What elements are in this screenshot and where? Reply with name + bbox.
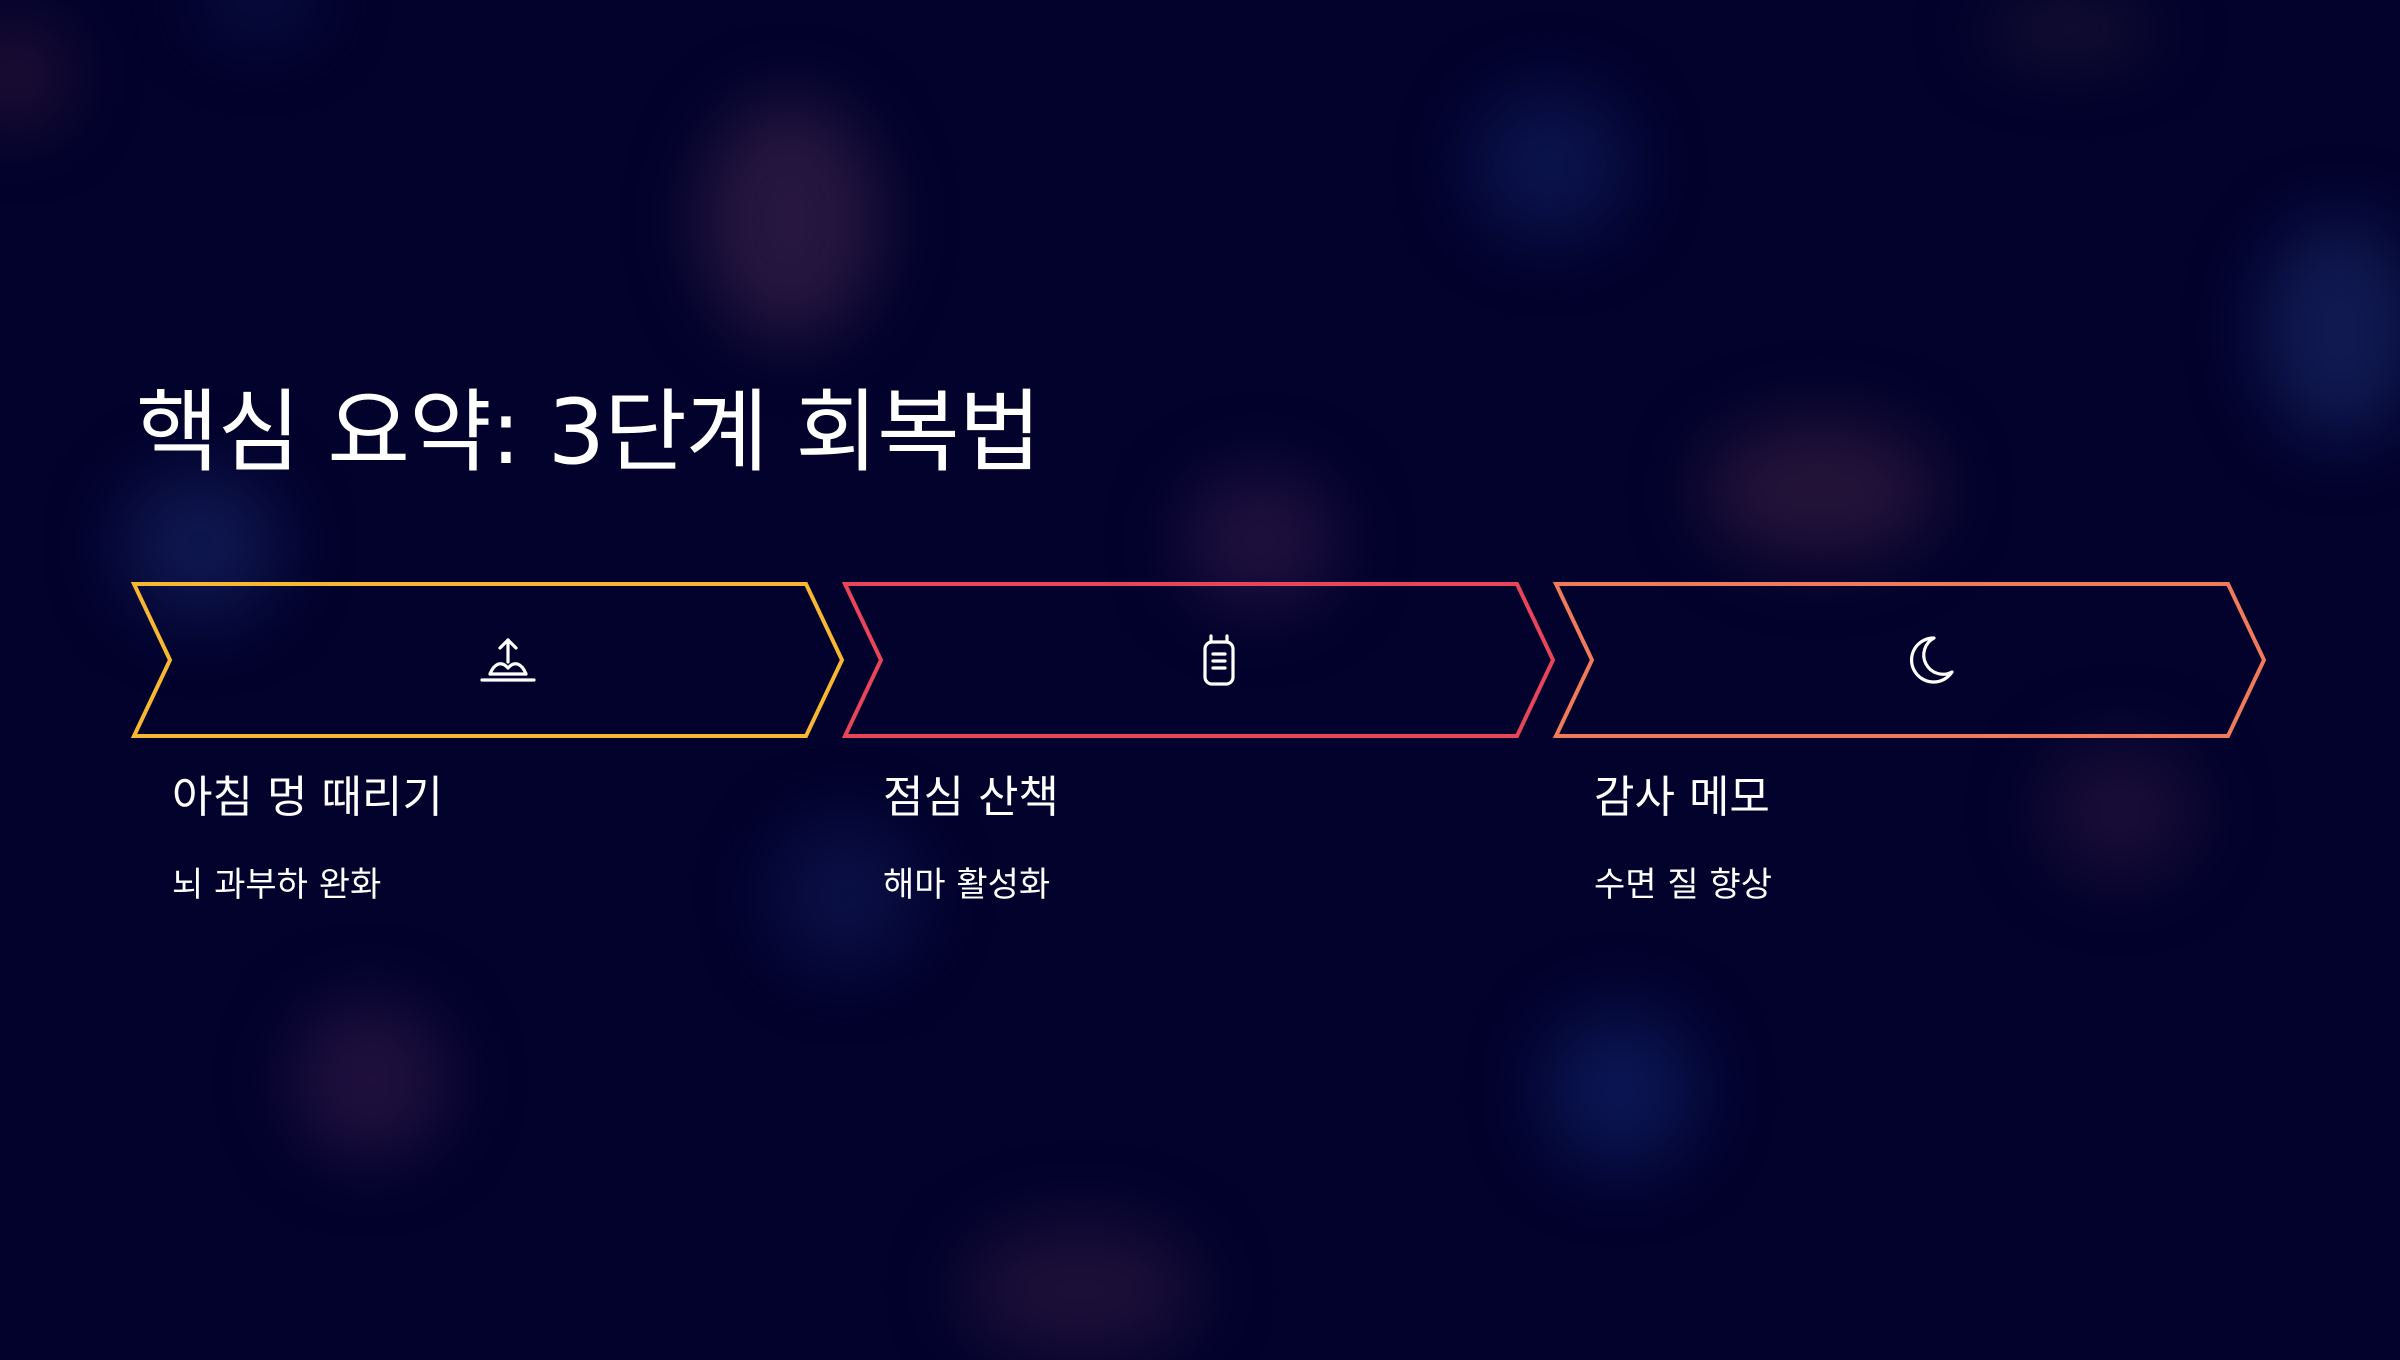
step-3-label: 감사 메모 <box>1594 772 1770 823</box>
chevron-arrow-shape <box>1552 582 2267 738</box>
chevron-arrow-shape <box>130 582 845 738</box>
step-3-chevron <box>1552 580 2267 740</box>
step-3-description: 수면 질 향상 <box>1594 865 1773 905</box>
walkie-talkie-icon <box>1203 634 1235 686</box>
step-1-description: 뇌 과부하 완화 <box>172 865 382 905</box>
step-1-label: 아침 멍 때리기 <box>172 772 443 823</box>
sunrise-icon <box>480 638 536 682</box>
step-2-chevron <box>841 580 1556 740</box>
chevron-arrow-shape <box>841 582 1556 738</box>
step-2-label: 점심 산책 <box>883 772 1059 823</box>
step-1-chevron <box>130 580 845 740</box>
moon-icon <box>1909 636 1954 684</box>
step-2-description: 해마 활성화 <box>883 865 1051 905</box>
slide-title: 핵심 요약: 3단계 회복법 <box>136 380 1042 485</box>
